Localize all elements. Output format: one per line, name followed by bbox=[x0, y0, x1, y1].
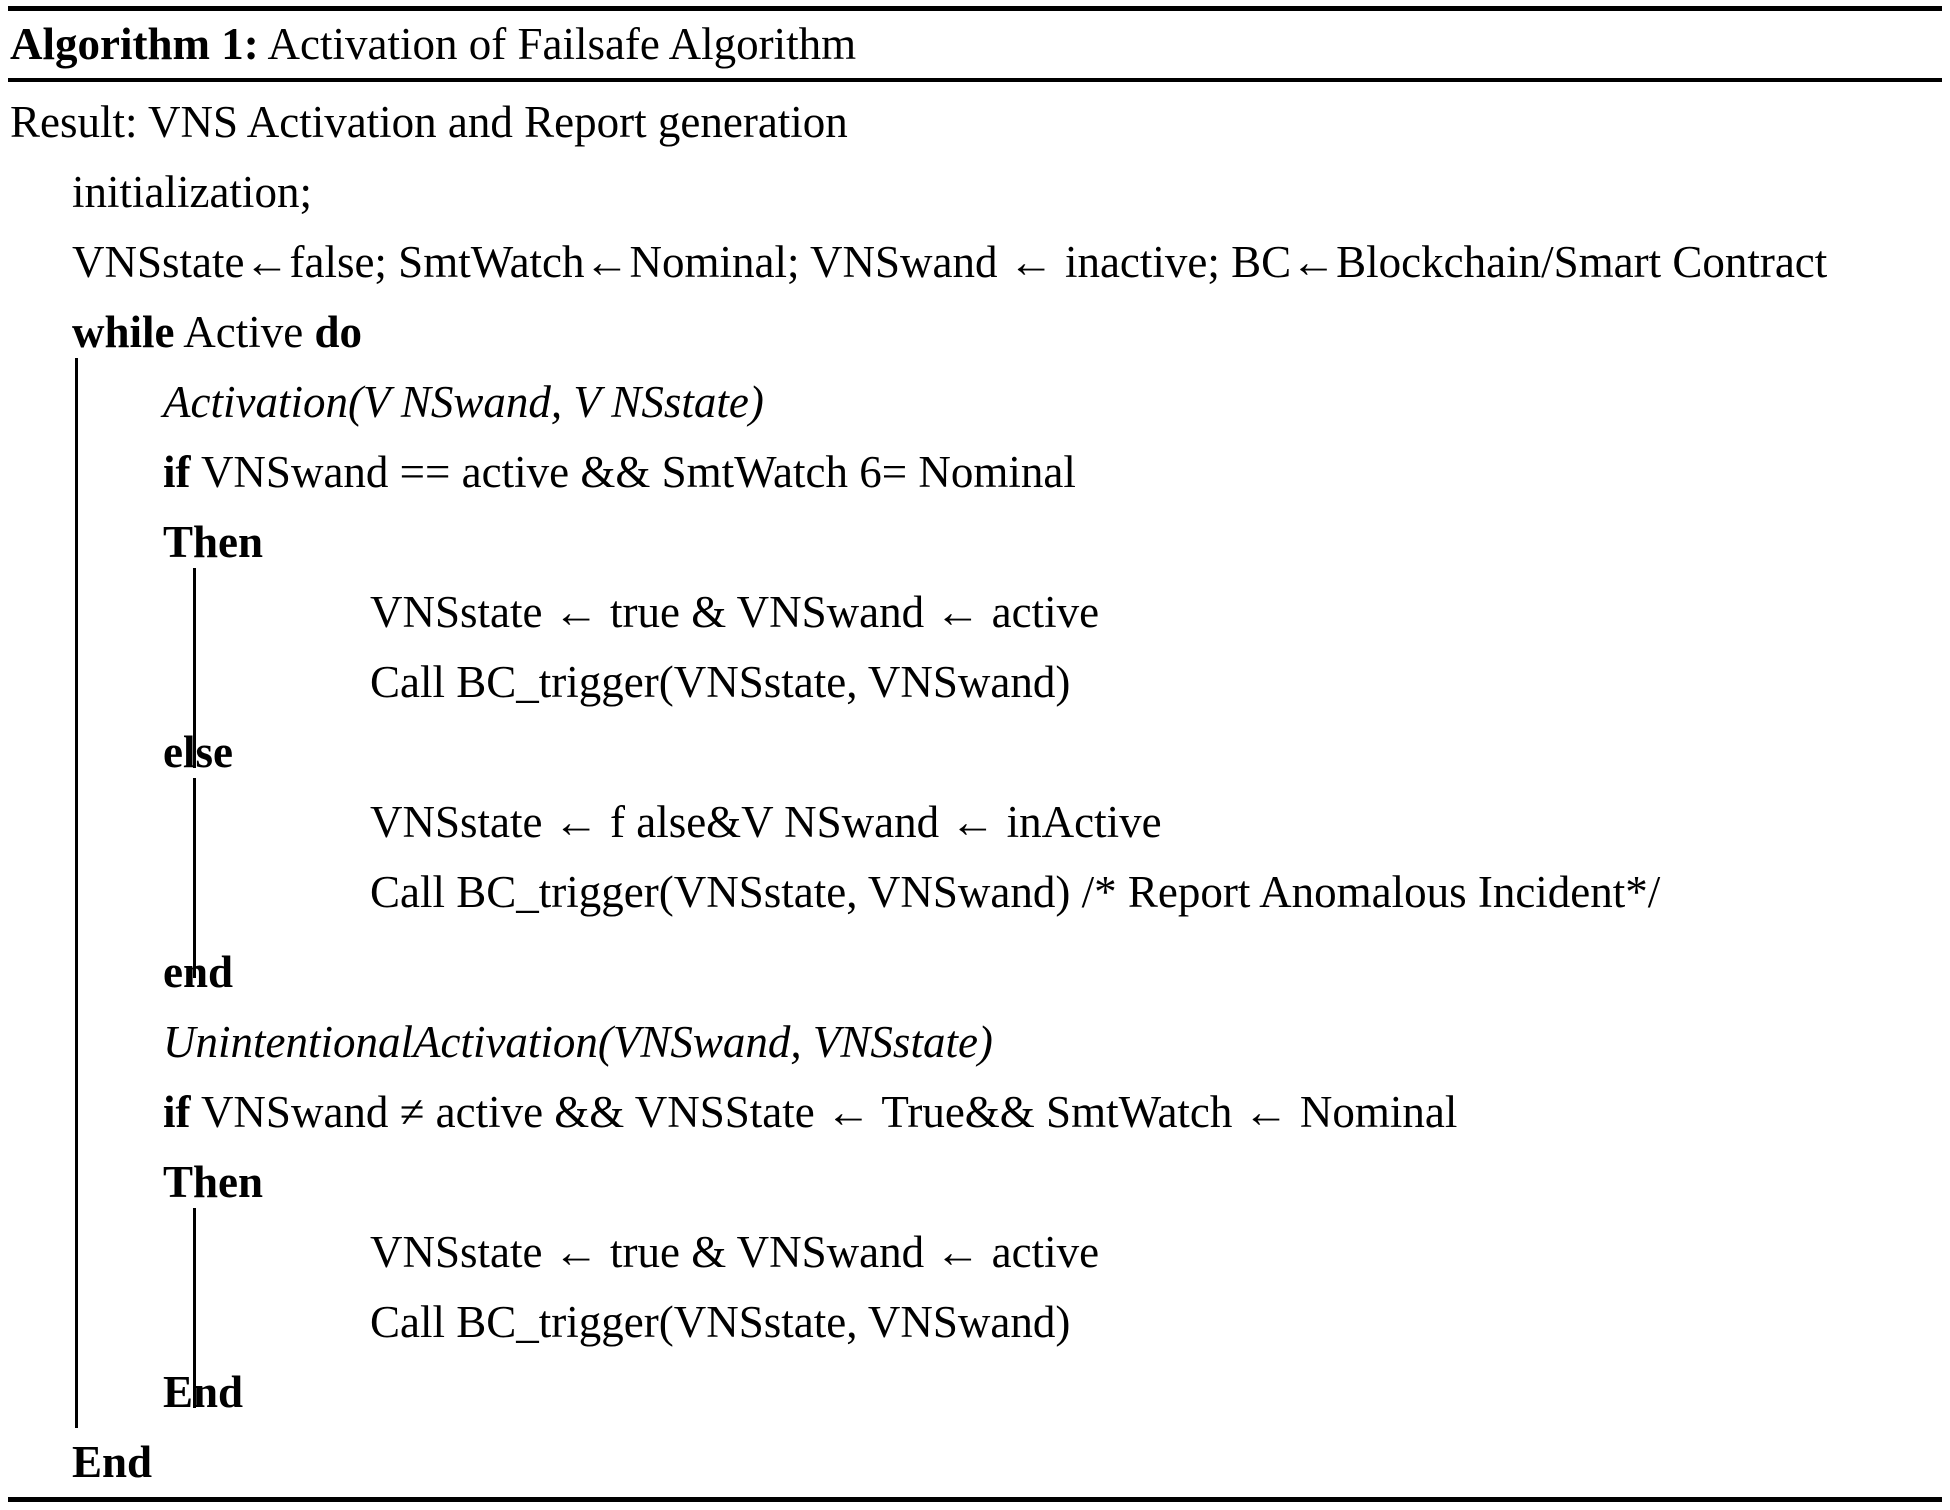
while-line: while Active do bbox=[72, 306, 362, 358]
if-condition-text-2: VNSwand ≠ active && VNSState ← True&& Sm… bbox=[200, 1087, 1458, 1137]
if-condition-line-1: if VNSwand == active && SmtWatch 6= Nomi… bbox=[163, 446, 1076, 498]
then-body-rule-1 bbox=[193, 568, 196, 768]
then-keyword-1: Then bbox=[163, 517, 264, 567]
bottom-rule bbox=[8, 1497, 1942, 1502]
if-keyword-2: if bbox=[163, 1087, 191, 1137]
unintentional-activation-procedure-line: UnintentionalActivation(VNSwand, VNSstat… bbox=[163, 1017, 993, 1067]
do-keyword: do bbox=[314, 307, 363, 357]
if-keyword-1: if bbox=[163, 447, 191, 497]
while-condition: Active bbox=[183, 307, 304, 357]
then-body-line-2a: VNSstate ← true & VNSwand ← active bbox=[370, 1227, 1100, 1277]
algorithm-title-text: Activation of Failsafe Algorithm bbox=[267, 19, 857, 69]
initialization-line: initialization; bbox=[72, 167, 312, 217]
title-separator-rule bbox=[8, 78, 1942, 82]
initialization-assignments-line: VNSstate←false; SmtWatch←Nominal; VNSwan… bbox=[72, 237, 1828, 287]
else-body-line-1: VNSstate ← f alse&V NSwand ← inActive bbox=[370, 797, 1162, 847]
activation-procedure-line: Activation(V NSwand, V NSstate) bbox=[163, 377, 764, 427]
then-body-line-1a: VNSstate ← true & VNSwand ← active bbox=[370, 587, 1100, 637]
end-if-keyword-2: End bbox=[163, 1367, 244, 1417]
else-keyword: else bbox=[163, 727, 233, 777]
while-body-rule bbox=[75, 358, 78, 1428]
result-line: Result: VNS Activation and Report genera… bbox=[10, 97, 848, 147]
algorithm-title: Algorithm 1: Activation of Failsafe Algo… bbox=[10, 16, 856, 72]
else-body-line-2: Call BC_trigger(VNSstate, VNSwand) /* Re… bbox=[370, 867, 1661, 917]
algorithm-label: Algorithm 1: bbox=[10, 19, 259, 69]
then-body-rule-2 bbox=[193, 1208, 196, 1408]
then-body-line-1b: Call BC_trigger(VNSstate, VNSwand) bbox=[370, 657, 1071, 707]
end-while-keyword: End bbox=[72, 1437, 153, 1487]
then-body-line-2b: Call BC_trigger(VNSstate, VNSwand) bbox=[370, 1297, 1071, 1347]
else-body-rule bbox=[193, 778, 196, 978]
while-keyword: while bbox=[72, 307, 175, 357]
if-condition-line-2: if VNSwand ≠ active && VNSState ← True&&… bbox=[163, 1086, 1457, 1138]
then-keyword-2: Then bbox=[163, 1157, 264, 1207]
top-rule bbox=[8, 6, 1942, 11]
if-condition-text-1: VNSwand == active && SmtWatch 6= Nominal bbox=[200, 447, 1076, 497]
end-if-keyword-1: end bbox=[163, 947, 234, 997]
